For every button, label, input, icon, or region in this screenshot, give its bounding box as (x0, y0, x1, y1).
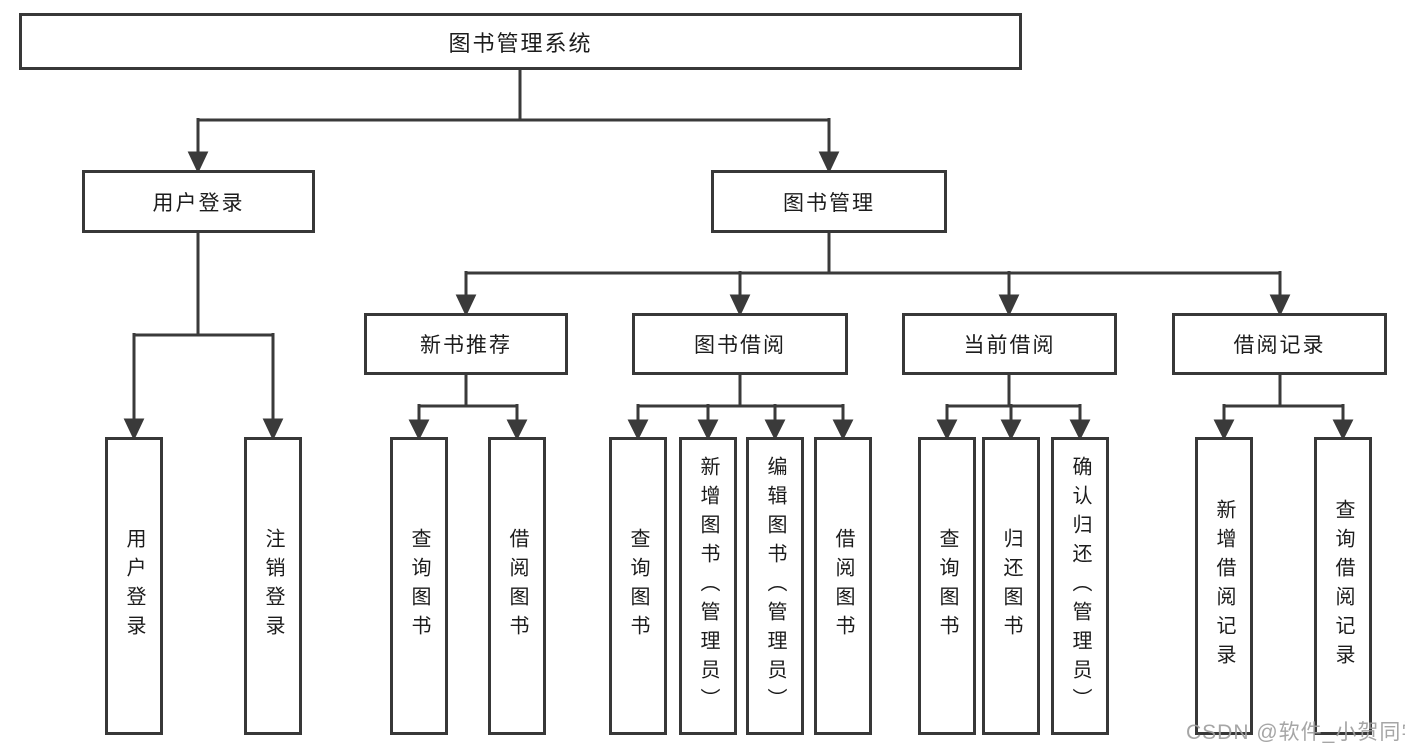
leaf-add-borrow-record: 新增借阅记录 (1195, 437, 1253, 735)
leaf-label: 查询图书 (936, 528, 958, 644)
book-borrow-fan (627, 373, 854, 441)
node-book-management: 图书管理 (711, 170, 947, 233)
arrowhead (262, 418, 284, 441)
leaf-label: 借阅图书 (506, 528, 528, 644)
node-borrow-records: 借阅记录 (1172, 313, 1387, 375)
arrowhead (1000, 419, 1022, 441)
current-borrow-fan (936, 375, 1091, 441)
leaf-label: 新增借阅记录 (1213, 499, 1235, 673)
leaf-query-borrow-record: 查询借阅记录 (1314, 437, 1372, 735)
arrowhead (998, 294, 1020, 317)
arrowhead (1269, 294, 1291, 317)
borrow-records-fan (1213, 375, 1354, 441)
leaf-label: 查询图书 (627, 528, 649, 644)
leaf-query-books-current: 查询图书 (918, 437, 976, 735)
arrowhead (818, 151, 840, 174)
node-book-borrow: 图书借阅 (632, 313, 848, 375)
leaf-label: 查询图书 (408, 528, 430, 644)
root-fan (187, 69, 840, 174)
arrowhead (832, 419, 854, 441)
arrowhead (627, 419, 649, 441)
arrowhead (506, 419, 528, 441)
leaf-user-login: 用户登录 (105, 437, 163, 735)
book-management-fan (455, 233, 1291, 317)
leaf-label: 归还图书 (1000, 528, 1022, 644)
leaf-query-books-recommend: 查询图书 (390, 437, 448, 735)
leaf-label: 编辑图书（管理员） (764, 455, 786, 717)
arrowhead (1213, 419, 1235, 441)
node-current-borrow: 当前借阅 (902, 313, 1117, 375)
arrowhead (764, 419, 786, 441)
leaf-query-books-borrow: 查询图书 (609, 437, 667, 735)
arrowhead (936, 419, 958, 441)
leaf-logout: 注销登录 (244, 437, 302, 735)
arrowhead (123, 418, 145, 441)
arrowhead (729, 294, 751, 317)
arrowhead (1069, 419, 1091, 441)
csdn-watermark: CSDN @软件_小贺同学 (1186, 721, 1405, 744)
arrowhead (408, 419, 430, 441)
leaf-label: 借阅图书 (832, 528, 854, 644)
leaf-add-books-admin: 新增图书（管理员） (679, 437, 737, 735)
leaf-label: 新增图书（管理员） (697, 455, 719, 717)
leaf-label: 确认归还（管理员） (1069, 455, 1091, 717)
leaf-label: 注销登录 (262, 528, 284, 644)
leaf-label: 查询借阅记录 (1332, 499, 1354, 673)
leaf-edit-books-admin: 编辑图书（管理员） (746, 437, 804, 735)
arrowhead (1332, 419, 1354, 441)
leaf-confirm-return-admin: 确认归还（管理员） (1051, 437, 1109, 735)
leaf-borrow-books-borrow: 借阅图书 (814, 437, 872, 735)
user-login-fan (123, 233, 284, 441)
leaf-borrow-books-recommend: 借阅图书 (488, 437, 546, 735)
node-new-book-recommend: 新书推荐 (364, 313, 568, 375)
leaf-return-books: 归还图书 (982, 437, 1040, 735)
node-root: 图书管理系统 (19, 13, 1022, 70)
leaf-label: 用户登录 (123, 528, 145, 644)
new-book-recommend-fan (408, 375, 528, 441)
node-user-login-group: 用户登录 (82, 170, 315, 233)
arrowhead (697, 419, 719, 441)
arrowhead (455, 294, 477, 317)
arrowhead (187, 151, 209, 174)
